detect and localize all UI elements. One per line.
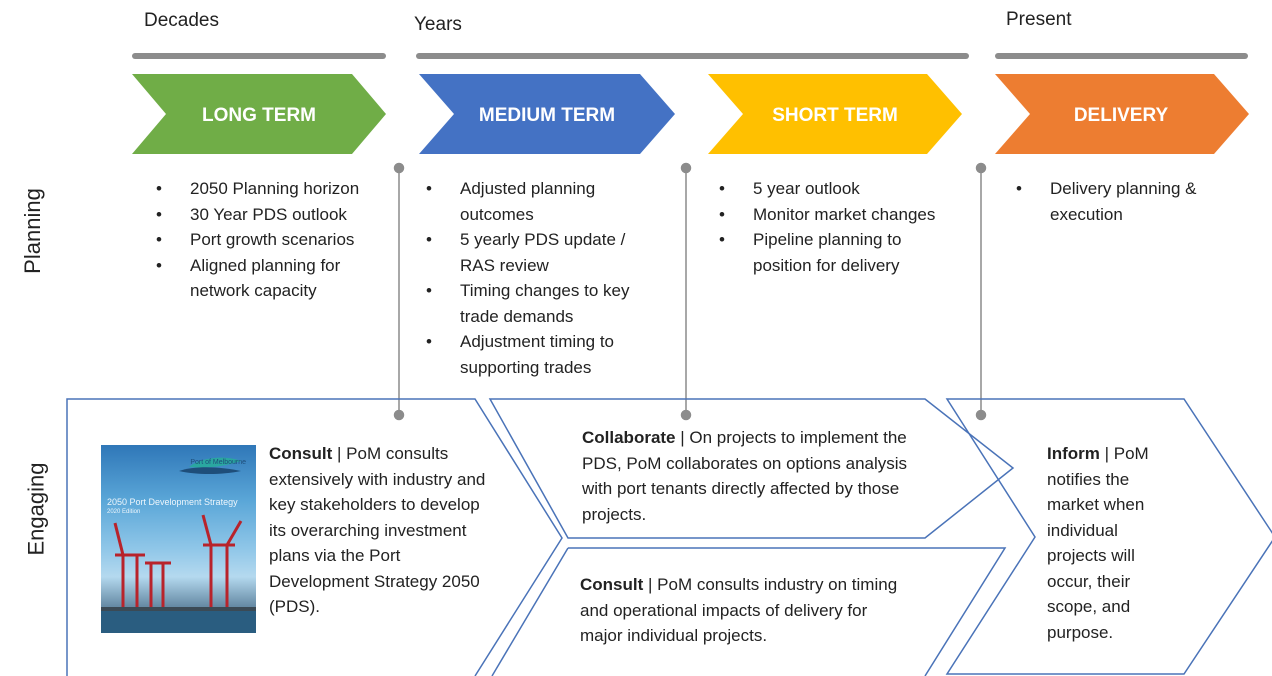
planning-list-short-term: 5 year outlook Monitor market changes Pi… xyxy=(719,176,949,278)
connector-dot-top-2 xyxy=(680,162,692,174)
engage-outline-consult-short-left xyxy=(491,547,569,676)
chevron-long-term xyxy=(132,74,386,154)
connector-dot-bottom-2 xyxy=(680,409,692,421)
list-item: Pipeline planning to position for delive… xyxy=(719,227,949,278)
engage-consult-long-heading: Consult xyxy=(269,444,333,463)
cover-edition: 2020 Edition xyxy=(107,509,141,515)
planning-list-delivery: Delivery planning & execution xyxy=(1016,176,1250,227)
connector-dot-top-1 xyxy=(393,162,405,174)
cover-logo-text: Port of Melbourne xyxy=(190,459,246,466)
chevron-medium-term xyxy=(419,74,675,154)
engage-inform-body: PoM notifies the market when individual … xyxy=(1047,444,1149,642)
engage-consult-short-heading: Consult xyxy=(580,575,644,594)
connector-dot-bottom-1 xyxy=(393,409,405,421)
engage-consult-short-body: PoM consults industry on timing and oper… xyxy=(580,575,898,645)
engage-outline-collaborate xyxy=(488,398,1015,539)
timeline-bar-decades xyxy=(132,53,386,59)
engage-collaborate-body: On projects to implement the PDS, PoM co… xyxy=(582,428,908,524)
timeline-bar-years xyxy=(416,53,969,59)
engage-collaborate: Collaborate | On projects to implement t… xyxy=(582,425,917,527)
planning-list-medium-term: Adjusted planning outcomes 5 yearly PDS … xyxy=(426,176,658,380)
engage-collaborate-heading: Collaborate xyxy=(582,428,676,447)
chevron-label-delivery: DELIVERY xyxy=(1074,105,1169,126)
list-item: Adjusted planning outcomes xyxy=(426,176,658,227)
list-item: Adjustment timing to supporting trades xyxy=(426,329,658,380)
chevron-short-term xyxy=(708,74,962,154)
engage-consult-long: Consult | PoM consults extensively with … xyxy=(269,441,494,620)
chevron-delivery xyxy=(995,74,1249,154)
separator: | xyxy=(332,444,347,463)
list-item: 5 year outlook xyxy=(719,176,949,202)
timeline-label-years: Years xyxy=(414,14,462,35)
engage-inform: Inform | PoM notifies the market when in… xyxy=(1047,441,1167,645)
separator: | xyxy=(1099,444,1114,463)
engage-consult-long-body: PoM consults extensively with industry a… xyxy=(269,444,486,616)
chevron-label-long-term: LONG TERM xyxy=(202,105,316,126)
list-item: Timing changes to key trade demands xyxy=(426,278,658,329)
separator: | xyxy=(675,428,690,447)
list-item: 2050 Planning horizon xyxy=(156,176,378,202)
side-label-engaging: Engaging xyxy=(23,462,49,556)
strategy-report-cover: Port of Melbourne 2050 Port Development … xyxy=(101,445,256,633)
list-item: Monitor market changes xyxy=(719,202,949,228)
timeline-label-decades: Decades xyxy=(144,10,219,31)
engage-outline-consult-short-top xyxy=(568,547,1007,676)
planning-list-long-term: 2050 Planning horizon 30 Year PDS outloo… xyxy=(156,176,378,304)
engage-outline-inform xyxy=(945,398,1272,675)
port-crane-illustration xyxy=(101,457,256,633)
list-item: Delivery planning & execution xyxy=(1016,176,1250,227)
timeline-bar-present xyxy=(995,53,1248,59)
chevron-label-short-term: SHORT TERM xyxy=(772,105,898,126)
list-item: Port growth scenarios xyxy=(156,227,378,253)
connector-dot-top-3 xyxy=(975,162,987,174)
timeline-label-present: Present xyxy=(1006,9,1072,30)
separator: | xyxy=(643,575,658,594)
list-item: 5 yearly PDS update / RAS review xyxy=(426,227,658,278)
list-item: 30 Year PDS outlook xyxy=(156,202,378,228)
engage-consult-short: Consult | PoM consults industry on timin… xyxy=(580,572,910,649)
engage-outline-consult-long xyxy=(66,398,563,676)
engage-inform-heading: Inform xyxy=(1047,444,1100,463)
chevron-label-medium-term: MEDIUM TERM xyxy=(479,105,615,126)
side-label-planning: Planning xyxy=(19,188,45,274)
cover-title: 2050 Port Development Strategy xyxy=(107,497,238,507)
connector-dot-bottom-3 xyxy=(975,409,987,421)
list-item: Aligned planning for network capacity xyxy=(156,253,378,304)
